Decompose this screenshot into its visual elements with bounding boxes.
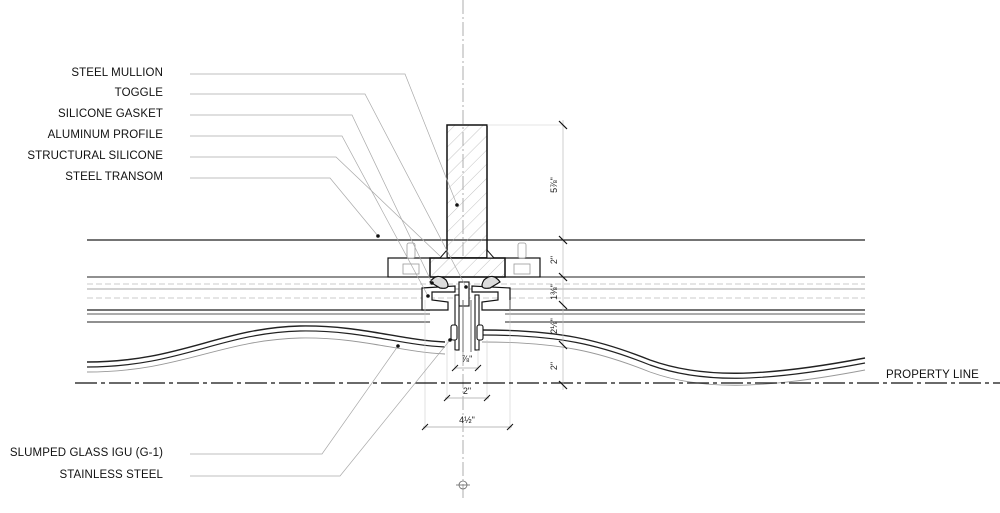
dim-mullion-width: 2" <box>463 386 471 396</box>
vertical-dimension-string <box>558 120 568 390</box>
stainless-steel-toggle <box>450 281 484 352</box>
guide-lines <box>424 124 563 430</box>
callout-stainless-steel: STAINLESS STEEL <box>59 469 163 481</box>
slumped-glass-igu <box>86 325 866 386</box>
callout-steel-transom: STEEL TRANSOM <box>65 171 163 183</box>
dim-igu: 2⅛" <box>549 318 559 334</box>
steel-transom <box>429 257 506 278</box>
vertical-dimension-labels: 5⅞" 2" 1⅜" 2⅛" 2" <box>549 177 559 370</box>
dim-slump: 2" <box>549 362 559 370</box>
steel-mullion <box>446 124 488 259</box>
dim-fin-width: ⅞" <box>462 354 473 364</box>
anchor-bolts <box>402 242 531 275</box>
property-line-label: PROPERTY LINE <box>886 369 979 381</box>
leader-arrowheads <box>376 203 468 348</box>
horizontal-dimensions <box>421 364 514 431</box>
dim-mullion-depth: 5⅞" <box>549 177 559 193</box>
callout-structural-silicone: STRUCTURAL SILICONE <box>27 150 163 162</box>
callout-aluminum-profile: ALUMINUM PROFILE <box>47 129 163 141</box>
dim-transom: 2" <box>549 256 559 264</box>
callout-leaders <box>190 73 467 477</box>
dim-profile-width: 4½" <box>459 415 475 425</box>
callout-silicone-gasket: SILICONE GASKET <box>57 108 163 120</box>
dim-profile: 1⅜" <box>549 284 559 300</box>
center-mark-icon <box>456 480 470 490</box>
callout-slumped-glass: SLUMPED GLASS IGU (G-1) <box>9 447 163 459</box>
callout-steel-mullion: STEEL MULLION <box>71 67 163 79</box>
callout-toggle: TOGGLE <box>114 87 163 99</box>
aluminum-profile <box>421 275 511 311</box>
